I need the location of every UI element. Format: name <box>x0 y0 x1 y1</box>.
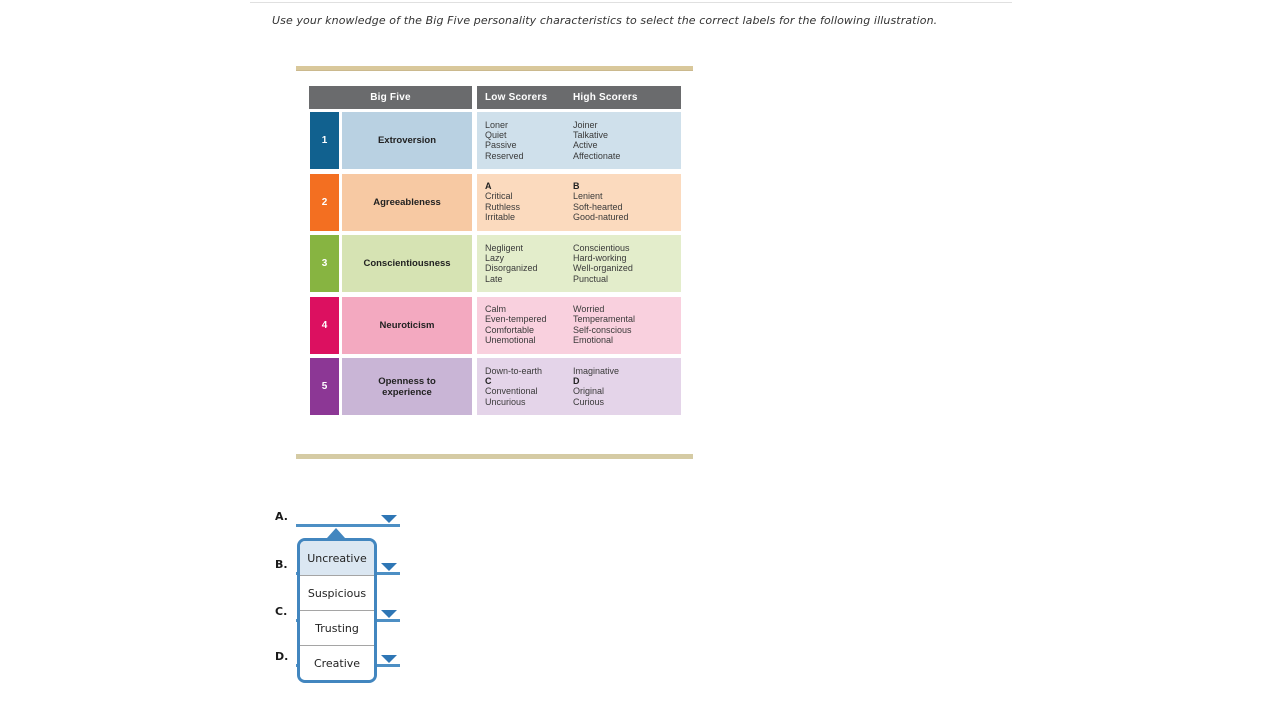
scorer-item: Down-to-earth <box>485 365 543 376</box>
trait-name: Openness to experience <box>342 358 472 415</box>
illustration-bottom-rule <box>296 454 693 459</box>
dropdown-arrow-icon-a[interactable] <box>381 515 397 523</box>
popup-option-uncreative[interactable]: Uncreative <box>300 541 374 576</box>
popup-option-creative[interactable]: Creative <box>300 646 374 680</box>
trait-name: Neuroticism <box>342 296 472 354</box>
high-scorers-header-label: High Scorers <box>573 92 638 103</box>
scorer-item: Talkative <box>573 130 609 141</box>
row-number: 1 <box>310 112 339 169</box>
table-header-scorers: Low Scorers High Scorers <box>477 86 681 109</box>
instruction-text: Use your knowledge of the Big Five perso… <box>272 14 938 27</box>
scorer-item: Critical <box>485 191 513 202</box>
scorer-item: Passive <box>485 140 517 151</box>
row-number: 4 <box>310 296 339 354</box>
scorer-item: Lazy <box>485 253 505 264</box>
scorer-item: A <box>485 181 492 192</box>
big-five-header-label: Big Five <box>370 92 411 103</box>
scorer-item: Negligent <box>485 242 524 253</box>
scorer-item: Loner <box>485 119 509 130</box>
popup-caret-icon <box>327 528 345 538</box>
scorer-item: Irritable <box>485 212 516 223</box>
scorer-item: Original <box>573 386 605 397</box>
scorer-item: Worried <box>573 304 605 315</box>
page-top-divider <box>250 2 1012 3</box>
trait-name: Conscientiousness <box>342 235 472 292</box>
scorer-item: C <box>485 376 492 387</box>
scorer-item: Imaginative <box>573 365 620 376</box>
scorer-item: Reserved <box>485 150 524 161</box>
popup-option-suspicious[interactable]: Suspicious <box>300 576 374 611</box>
scorer-item: Affectionate <box>573 150 621 161</box>
table-header-big-five: Big Five <box>309 86 472 109</box>
scorer-item: Conventional <box>485 386 538 397</box>
scorer-item: Hard-working <box>573 253 627 264</box>
scorer-item: Self-conscious <box>573 325 632 335</box>
scorer-item: Curious <box>573 396 605 407</box>
low-scorers-header-label: Low Scorers <box>485 92 548 103</box>
scorer-item: Good-natured <box>573 212 629 223</box>
dropdown-label-b: B. <box>275 558 288 571</box>
dropdown-line-a[interactable] <box>296 524 400 527</box>
popup-option-trusting[interactable]: Trusting <box>300 611 374 646</box>
scorer-item: Even-tempered <box>485 314 547 325</box>
scorer-item: Well-organized <box>573 263 633 274</box>
scorer-item: Unemotional <box>485 335 536 346</box>
dropdown-label-d: D. <box>275 650 289 663</box>
trait-name: Agreeableness <box>342 173 472 231</box>
dropdown-arrow-icon-c[interactable] <box>381 610 397 618</box>
scorer-item: Ruthless <box>485 202 521 212</box>
scorer-item: D <box>573 376 580 387</box>
scorer-item: Calm <box>485 304 507 315</box>
scorer-item: B <box>573 181 580 192</box>
scorer-item: Active <box>573 140 598 151</box>
scorer-item: Disorganized <box>485 263 538 274</box>
scorer-item: Soft-hearted <box>573 202 623 212</box>
scorer-item: Lenient <box>573 191 603 202</box>
scorer-item: Emotional <box>573 335 614 346</box>
row-number: 3 <box>310 235 339 292</box>
scorer-item: Uncurious <box>485 396 526 407</box>
scorer-item: Joiner <box>573 119 598 130</box>
dropdown-label-a: A. <box>275 510 288 523</box>
illustration-top-rule <box>296 66 693 71</box>
dropdown-arrow-icon-d[interactable] <box>381 655 397 663</box>
row-number: 2 <box>310 173 339 231</box>
scorer-item: Temperamental <box>573 314 636 325</box>
dropdown-label-c: C. <box>275 605 288 618</box>
scorer-item: Conscientious <box>573 242 630 253</box>
trait-name: Extroversion <box>342 112 472 169</box>
scorer-item: Quiet <box>485 130 507 141</box>
scorer-item: Comfortable <box>485 325 535 335</box>
scorer-item: Late <box>485 273 503 284</box>
dropdown-arrow-icon-b[interactable] <box>381 563 397 571</box>
row-number: 5 <box>310 358 339 415</box>
scorer-item: Punctual <box>573 273 609 284</box>
